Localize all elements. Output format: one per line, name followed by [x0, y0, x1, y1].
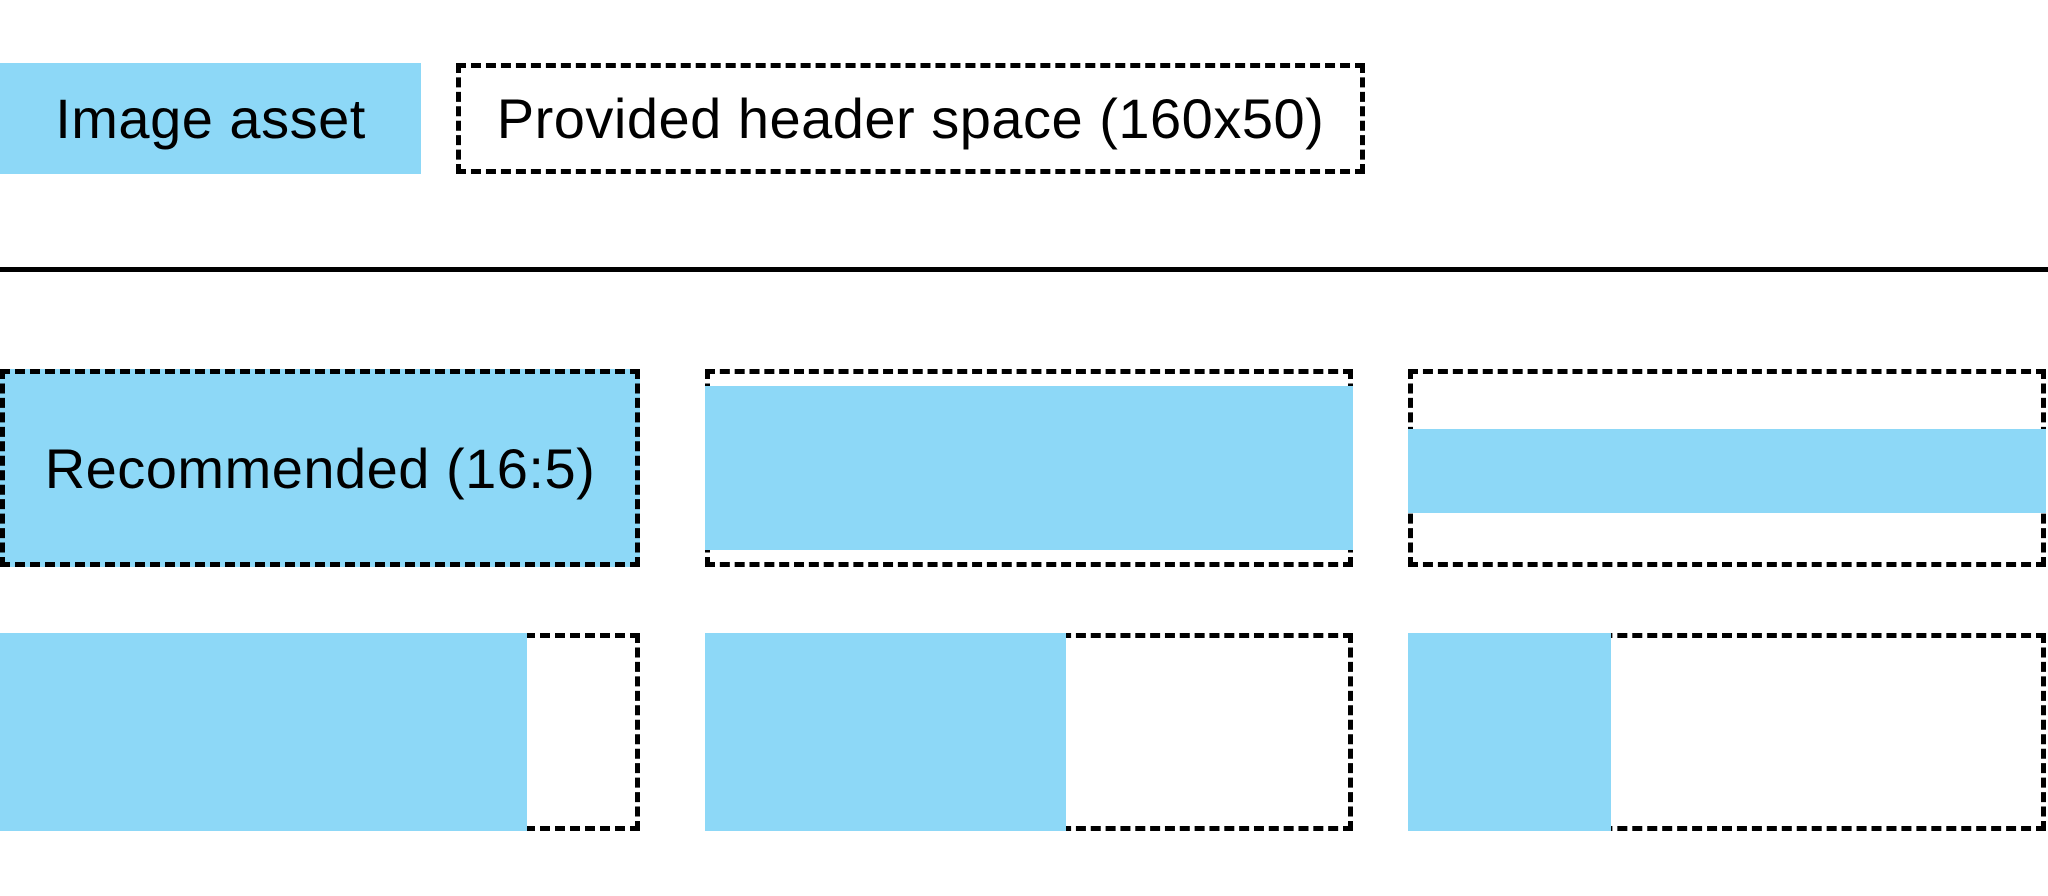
legend-provided-header-space-label: Provided header space (160x50)	[496, 87, 1325, 150]
image-fill-narrow	[1408, 633, 1611, 831]
image-fill-shorter	[705, 386, 1353, 550]
section-divider	[0, 267, 2048, 272]
legend-provided-header-space-box: Provided header space (160x50)	[456, 63, 1365, 174]
example-half-width-image-box	[705, 633, 1353, 831]
image-fill-half-width	[705, 633, 1066, 831]
example-shorter-image-box	[705, 369, 1353, 567]
image-fill-thin-banner	[1408, 429, 2046, 513]
legend-image-asset-swatch: Image asset	[0, 63, 421, 174]
example-wide-image-box	[0, 633, 640, 831]
example-narrow-image-box	[1408, 633, 2046, 831]
example-recommended-label: Recommended (16:5)	[44, 436, 596, 500]
example-recommended-16x5-box: Recommended (16:5)	[0, 369, 640, 567]
legend-image-asset-label: Image asset	[55, 87, 366, 150]
example-thin-banner-box	[1408, 369, 2046, 567]
image-fill-wide	[0, 633, 527, 831]
